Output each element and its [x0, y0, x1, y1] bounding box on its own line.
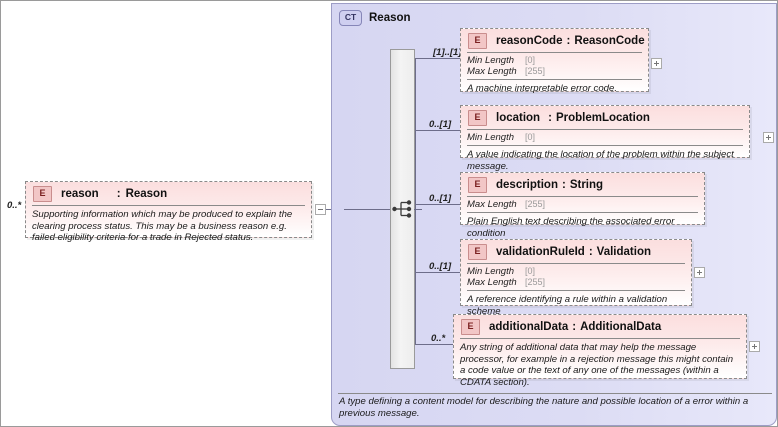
facet-value: [255]: [525, 277, 546, 287]
facet-value: [255]: [525, 199, 546, 209]
element-icon: E: [33, 186, 52, 202]
connector-reasonCode: [415, 58, 460, 59]
element-documentation: Any string of additional data that may h…: [460, 342, 734, 388]
facet-row: Min Length [0]: [467, 55, 642, 66]
element-type: Validation: [596, 246, 651, 258]
element-header-reason: E reason : Reason: [26, 182, 311, 205]
connector-additionalData: [415, 344, 457, 345]
facet-row: Max Length [255]: [467, 66, 642, 77]
cardinality-validationRuleId: 0..[1]: [429, 261, 452, 272]
element-header-description: E description : String: [461, 173, 704, 196]
element-name: description: [496, 179, 558, 191]
facet-value: [0]: [525, 55, 536, 65]
facet-value: [0]: [525, 132, 536, 142]
element-icon: E: [461, 319, 480, 335]
expand-toggle-reasonCode[interactable]: [651, 58, 662, 69]
facet-row: Max Length [255]: [467, 199, 698, 210]
element-documentation: A reference identifying a rule within a …: [467, 294, 668, 317]
facet-label: Max Length: [467, 66, 517, 77]
element-icon: E: [468, 244, 487, 260]
element-type: String: [569, 179, 604, 191]
expand-toggle-additionalData[interactable]: [749, 341, 760, 352]
sequence-icon[interactable]: [392, 199, 414, 219]
element-box-reason[interactable]: E reason : Reason Supporting information…: [25, 181, 312, 243]
collapse-toggle-reason[interactable]: [315, 204, 326, 215]
divider: [338, 393, 772, 394]
divider: [467, 52, 642, 53]
element-type: ProblemLocation: [555, 112, 650, 124]
divider: [32, 205, 305, 206]
complextype-title: Reason: [369, 12, 411, 24]
element-separator: :: [116, 188, 121, 200]
element-box-location[interactable]: E location : ProblemLocation Min Length …: [460, 105, 750, 172]
element-icon: E: [468, 33, 487, 49]
element-separator: :: [566, 35, 571, 47]
connector-validationRuleId: [415, 272, 460, 273]
divider: [467, 263, 685, 264]
facet-label: Min Length: [467, 132, 515, 143]
element-name: reason: [61, 188, 99, 200]
element-box-reasonCode[interactable]: E reasonCode : ReasonCode Min Length [0]…: [460, 28, 649, 94]
facet-list-location: Min Length [0]: [461, 130, 749, 145]
element-name: validationRuleId: [496, 246, 585, 258]
facet-value: [0]: [525, 266, 536, 276]
element-separator: :: [588, 246, 593, 258]
cardinality-reasonCode: [1]..[1]: [433, 47, 462, 58]
facet-list-reasonCode: Min Length [0] Max Length [255]: [461, 53, 648, 79]
connector-location: [415, 130, 460, 131]
divider: [467, 129, 743, 130]
complextype-badge: CT Reason: [339, 10, 411, 26]
facet-row: Min Length [0]: [467, 266, 685, 277]
cardinality-reason: 0..*: [7, 200, 22, 211]
cardinality-description: 0..[1]: [429, 193, 452, 204]
divider: [467, 290, 685, 291]
facet-label: Max Length: [467, 199, 517, 210]
element-box-additionalData[interactable]: E additionalData : AdditionalData Any st…: [453, 314, 747, 388]
facet-label: Min Length: [467, 266, 515, 277]
expand-toggle-validationRuleId[interactable]: [694, 267, 705, 278]
connector-compositor-out: [414, 209, 422, 210]
element-separator: :: [561, 179, 566, 191]
element-documentation: A machine interpretable error code.: [467, 83, 618, 94]
element-header-reasonCode: E reasonCode : ReasonCode: [461, 29, 648, 52]
element-name: additionalData: [489, 321, 569, 333]
element-type: AdditionalData: [580, 321, 662, 333]
element-header-additionalData: E additionalData : AdditionalData: [454, 315, 746, 338]
divider: [467, 79, 642, 80]
divider: [460, 338, 740, 339]
element-type: Reason: [125, 188, 168, 200]
facet-label: Min Length: [467, 55, 515, 66]
facet-list-description: Max Length [255]: [461, 197, 704, 212]
element-name: reasonCode: [496, 35, 563, 47]
divider: [467, 196, 698, 197]
element-separator: :: [572, 321, 577, 333]
element-separator: :: [548, 112, 552, 124]
facet-value: [255]: [525, 66, 546, 76]
element-header-location: E location : ProblemLocation: [461, 106, 749, 129]
connector-compositor-in: [344, 209, 390, 210]
divider: [467, 212, 698, 213]
element-documentation: Supporting information which may be prod…: [32, 209, 293, 244]
element-documentation: A value indicating the location of the p…: [467, 149, 734, 172]
cardinality-additionalData: 0..*: [431, 333, 446, 344]
element-name: location: [496, 112, 541, 124]
facet-row: Max Length [255]: [467, 277, 685, 288]
facet-label: Max Length: [467, 277, 517, 288]
connector-trunk: [415, 58, 416, 345]
divider: [467, 145, 743, 146]
element-header-validationRuleId: E validationRuleId : Validation: [461, 240, 691, 263]
element-icon: E: [468, 177, 487, 193]
element-icon: E: [468, 110, 487, 126]
element-box-description[interactable]: E description : String Max Length [255] …: [460, 172, 705, 239]
expand-toggle-location[interactable]: [763, 132, 774, 143]
element-documentation: Plain English text describing the associ…: [467, 216, 675, 239]
element-type: ReasonCode: [574, 35, 645, 47]
complextype-icon: CT: [339, 10, 362, 26]
complextype-documentation: A type defining a content model for desc…: [339, 396, 749, 419]
element-box-validationRuleId[interactable]: E validationRuleId : Validation Min Leng…: [460, 239, 692, 317]
connector-description: [415, 204, 460, 205]
facet-row: Min Length [0]: [467, 132, 743, 143]
cardinality-location: 0..[1]: [429, 119, 452, 130]
facet-list-validationRuleId: Min Length [0] Max Length [255]: [461, 264, 691, 290]
